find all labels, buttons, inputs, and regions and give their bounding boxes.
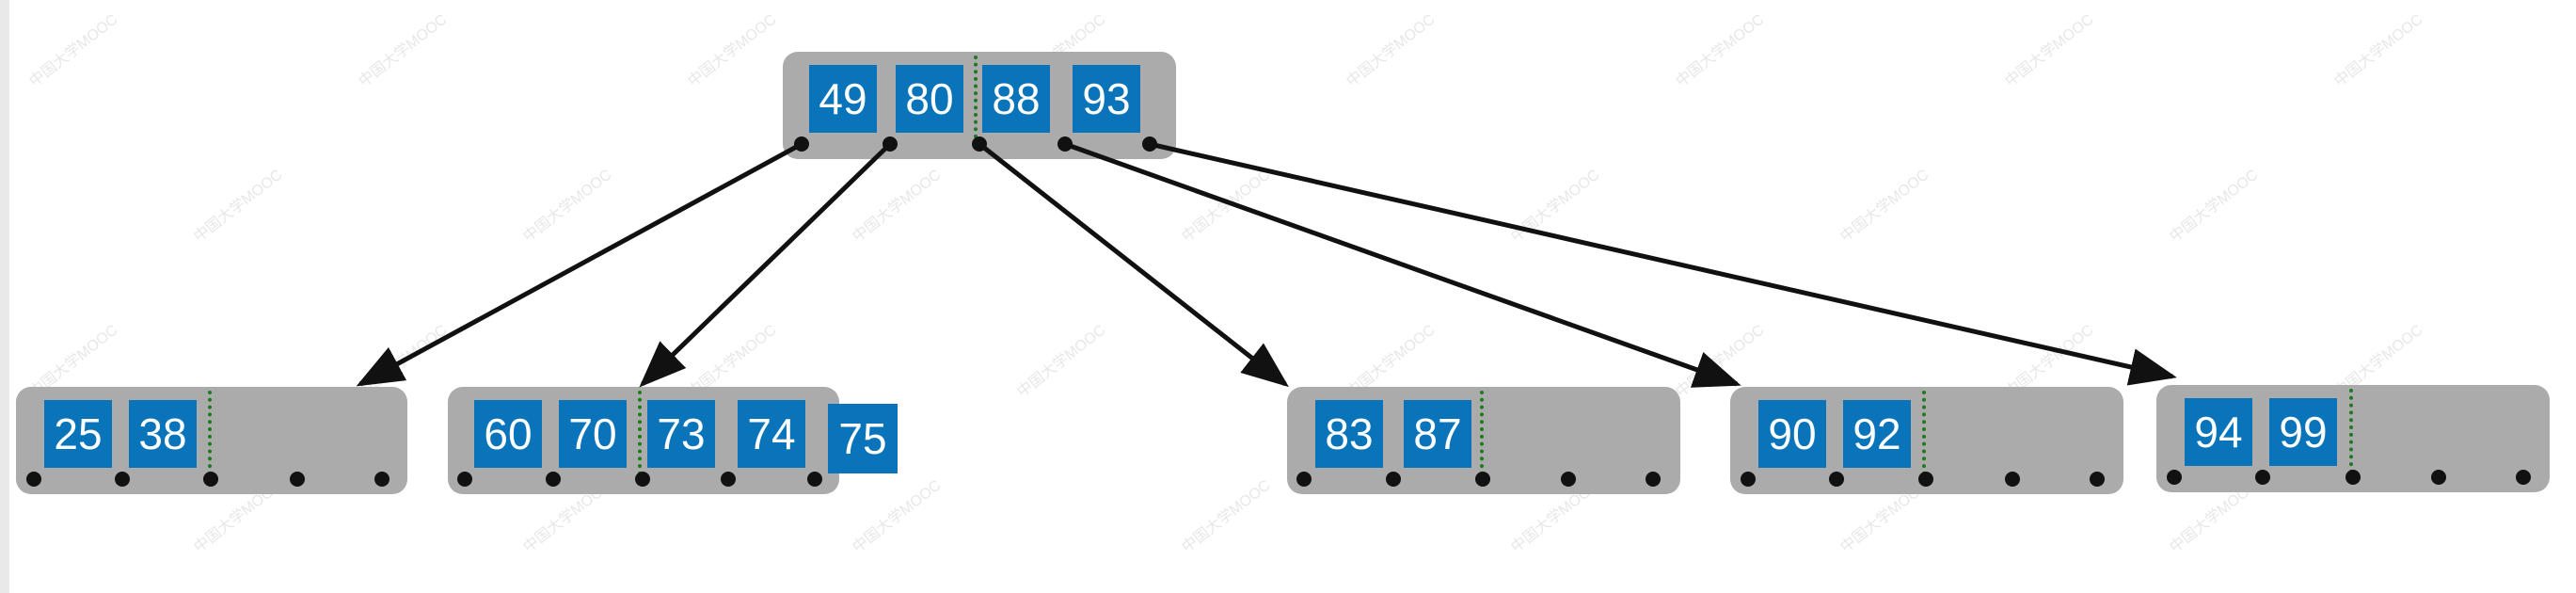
split-divider — [2349, 389, 2353, 473]
child-pointer — [1829, 472, 1844, 487]
watermark-text: 中国大学MOOC — [850, 167, 945, 246]
child-pointer — [26, 472, 41, 487]
watermark-text: 中国大学MOOC — [685, 11, 780, 90]
leaf-key: 38 — [129, 400, 197, 468]
leaf-key: 92 — [1843, 400, 1911, 468]
leaf-key: 74 — [738, 400, 805, 468]
watermark-text: 中国大学MOOC — [2331, 11, 2426, 90]
child-pointer — [374, 472, 390, 487]
leaf-key: 87 — [1404, 400, 1471, 468]
leaf-key: 99 — [2269, 398, 2337, 466]
leaf-key: 70 — [559, 400, 627, 468]
watermark-text: 中国大学MOOC — [356, 11, 451, 90]
split-divider — [1922, 391, 1926, 475]
child-pointer — [1646, 472, 1661, 487]
split-divider — [208, 391, 212, 475]
leaf-node-5: 94 99 — [2156, 385, 2550, 492]
edge-to-leaf-2 — [639, 142, 892, 388]
child-pointer — [635, 472, 650, 487]
watermark-text: 中国大学MOOC — [1014, 322, 1109, 401]
child-pointer — [2516, 470, 2531, 485]
watermark-text: 中国大学MOOC — [1508, 167, 1603, 246]
leaf-node-4: 90 92 — [1730, 387, 2123, 494]
split-divider — [638, 391, 642, 475]
child-pointer — [2255, 470, 2270, 485]
watermark-text: 中国大学MOOC — [2167, 167, 2262, 246]
child-pointer — [2431, 470, 2446, 485]
watermark-text: 中国大学MOOC — [191, 167, 286, 246]
watermark-text: 中国大学MOOC — [1344, 11, 1439, 90]
root-key: 49 — [809, 65, 877, 133]
child-pointer — [1057, 136, 1073, 152]
watermark-text: 中国大学MOOC — [1179, 477, 1274, 556]
watermark-text: 中国大学MOOC — [520, 167, 615, 246]
watermark-text: 中国大学MOOC — [26, 11, 121, 90]
overflow-key: 75 — [828, 404, 898, 473]
watermark-text: 中国大学MOOC — [1837, 167, 1932, 246]
leaf-key: 60 — [474, 400, 542, 468]
leaf-node-2: 60 70 73 74 — [448, 387, 839, 494]
child-pointer — [1296, 472, 1312, 487]
child-pointer — [721, 472, 736, 487]
leaf-node-3: 83 87 — [1287, 387, 1680, 494]
leaf-node-1: 25 38 — [16, 387, 407, 494]
leaf-key: 90 — [1758, 400, 1826, 468]
child-pointer — [1918, 472, 1933, 487]
child-pointer — [2005, 472, 2020, 487]
child-pointer — [2345, 470, 2361, 485]
edge-to-leaf-5 — [1149, 141, 2177, 386]
left-border — [0, 0, 9, 593]
child-pointer — [457, 472, 472, 487]
child-pointer — [1741, 472, 1756, 487]
leaf-key: 94 — [2185, 398, 2252, 466]
child-pointer — [972, 136, 987, 152]
root-node: 49 80 88 93 — [783, 52, 1176, 159]
root-key: 93 — [1073, 65, 1140, 133]
leaf-key: 73 — [647, 400, 715, 468]
watermark-text: 中国大学MOOC — [1673, 11, 1768, 90]
child-pointer — [1475, 472, 1490, 487]
root-key: 80 — [896, 65, 963, 133]
child-pointer — [203, 472, 218, 487]
watermark-text: 中国大学MOOC — [2002, 11, 2097, 90]
split-divider — [1480, 391, 1484, 475]
child-pointer — [1386, 472, 1401, 487]
child-pointer — [2090, 472, 2105, 487]
watermark-text: 中国大学MOOC — [1179, 167, 1274, 246]
child-pointer — [883, 136, 898, 152]
child-pointer — [1142, 136, 1157, 152]
child-pointer — [807, 472, 822, 487]
child-pointer — [290, 472, 305, 487]
leaf-key: 83 — [1315, 400, 1383, 468]
leaf-key: 25 — [44, 400, 112, 468]
split-divider — [974, 56, 978, 138]
child-pointer — [2167, 470, 2182, 485]
root-key: 88 — [982, 65, 1050, 133]
child-pointer — [546, 472, 561, 487]
watermark-text: 中国大学MOOC — [850, 477, 945, 556]
child-pointer — [1561, 472, 1576, 487]
child-pointer — [115, 472, 130, 487]
child-pointer — [794, 136, 809, 152]
